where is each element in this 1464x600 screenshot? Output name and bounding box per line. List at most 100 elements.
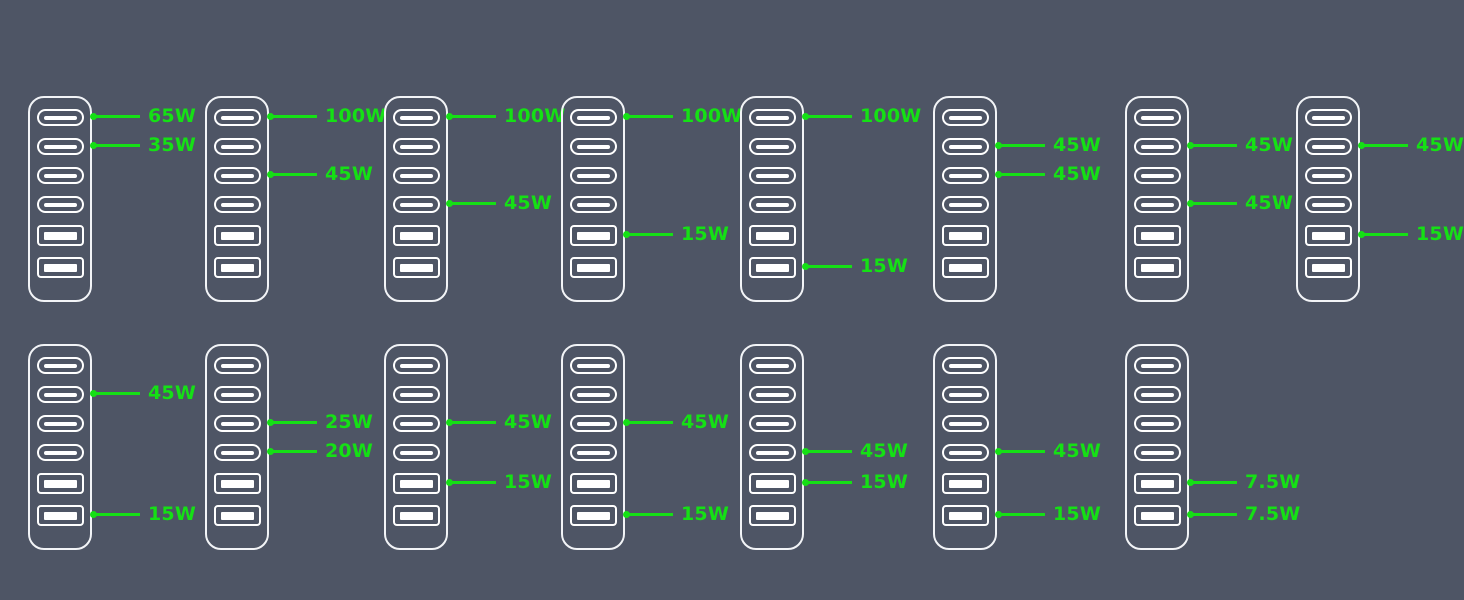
usb-c-port[interactable] <box>569 167 617 184</box>
charger-device-2-5[interactable] <box>740 344 804 550</box>
usb-c-port[interactable] <box>36 357 84 374</box>
usb-a-port[interactable] <box>1304 257 1352 278</box>
usb-a-port[interactable] <box>36 257 84 278</box>
usb-a-port[interactable] <box>569 505 617 526</box>
usb-c-port[interactable] <box>569 357 617 374</box>
charger-device-1-4[interactable] <box>561 96 625 302</box>
charger-device-2-4[interactable] <box>561 344 625 550</box>
usb-c-port[interactable] <box>748 167 796 184</box>
usb-a-port[interactable] <box>1133 473 1181 494</box>
usb-a-port[interactable] <box>941 225 989 246</box>
usb-c-port[interactable] <box>569 109 617 126</box>
charger-device-2-2[interactable] <box>205 344 269 550</box>
usb-a-port[interactable] <box>213 257 261 278</box>
usb-c-port[interactable] <box>941 196 989 213</box>
usb-c-port[interactable] <box>392 415 440 432</box>
usb-a-port[interactable] <box>569 257 617 278</box>
charger-device-2-3[interactable] <box>384 344 448 550</box>
usb-c-port[interactable] <box>941 109 989 126</box>
usb-a-port[interactable] <box>213 473 261 494</box>
usb-c-port[interactable] <box>941 357 989 374</box>
usb-c-port[interactable] <box>748 138 796 155</box>
usb-c-port[interactable] <box>941 444 989 461</box>
usb-c-port[interactable] <box>1304 138 1352 155</box>
usb-c-port[interactable] <box>748 415 796 432</box>
usb-c-port[interactable] <box>1133 167 1181 184</box>
usb-a-port[interactable] <box>36 225 84 246</box>
usb-c-port[interactable] <box>213 138 261 155</box>
usb-c-port[interactable] <box>941 167 989 184</box>
charger-device-2-7[interactable] <box>1125 344 1189 550</box>
charger-device-2-1[interactable] <box>28 344 92 550</box>
usb-a-port[interactable] <box>1133 257 1181 278</box>
usb-c-port[interactable] <box>1304 167 1352 184</box>
usb-c-port[interactable] <box>569 138 617 155</box>
usb-c-port[interactable] <box>213 415 261 432</box>
charger-device-1-2[interactable] <box>205 96 269 302</box>
usb-c-port[interactable] <box>1133 357 1181 374</box>
usb-c-port[interactable] <box>1304 196 1352 213</box>
usb-c-port[interactable] <box>569 444 617 461</box>
usb-c-port[interactable] <box>392 386 440 403</box>
usb-a-port[interactable] <box>213 225 261 246</box>
usb-a-port[interactable] <box>569 473 617 494</box>
usb-c-port[interactable] <box>213 386 261 403</box>
charger-device-2-6[interactable] <box>933 344 997 550</box>
charger-device-1-1[interactable] <box>28 96 92 302</box>
usb-c-port[interactable] <box>36 109 84 126</box>
usb-c-port[interactable] <box>213 357 261 374</box>
usb-c-port[interactable] <box>1304 109 1352 126</box>
usb-c-port[interactable] <box>748 444 796 461</box>
usb-a-port[interactable] <box>1133 225 1181 246</box>
usb-a-port[interactable] <box>569 225 617 246</box>
usb-c-port[interactable] <box>392 167 440 184</box>
usb-c-port[interactable] <box>213 109 261 126</box>
usb-c-port[interactable] <box>1133 109 1181 126</box>
usb-c-port[interactable] <box>748 386 796 403</box>
usb-a-port[interactable] <box>392 225 440 246</box>
usb-c-port[interactable] <box>392 444 440 461</box>
usb-a-port[interactable] <box>1304 225 1352 246</box>
charger-device-1-5[interactable] <box>740 96 804 302</box>
usb-a-port[interactable] <box>213 505 261 526</box>
usb-a-port[interactable] <box>392 505 440 526</box>
usb-c-port[interactable] <box>748 109 796 126</box>
usb-a-port[interactable] <box>941 505 989 526</box>
usb-c-port[interactable] <box>569 415 617 432</box>
usb-c-port[interactable] <box>1133 444 1181 461</box>
usb-a-port[interactable] <box>748 225 796 246</box>
usb-a-port[interactable] <box>36 473 84 494</box>
usb-c-port[interactable] <box>1133 196 1181 213</box>
usb-c-port[interactable] <box>36 196 84 213</box>
usb-c-port[interactable] <box>36 444 84 461</box>
usb-c-port[interactable] <box>392 138 440 155</box>
usb-a-port[interactable] <box>1133 505 1181 526</box>
usb-c-port[interactable] <box>213 196 261 213</box>
usb-c-port[interactable] <box>392 357 440 374</box>
usb-c-port[interactable] <box>36 415 84 432</box>
usb-c-port[interactable] <box>36 167 84 184</box>
usb-a-port[interactable] <box>748 473 796 494</box>
usb-c-port[interactable] <box>1133 386 1181 403</box>
usb-c-port[interactable] <box>941 138 989 155</box>
usb-c-port[interactable] <box>941 386 989 403</box>
usb-a-port[interactable] <box>748 257 796 278</box>
usb-c-port[interactable] <box>392 109 440 126</box>
charger-device-1-8[interactable] <box>1296 96 1360 302</box>
usb-c-port[interactable] <box>748 357 796 374</box>
usb-c-port[interactable] <box>36 138 84 155</box>
charger-device-1-6[interactable] <box>933 96 997 302</box>
usb-c-port[interactable] <box>1133 415 1181 432</box>
usb-a-port[interactable] <box>941 473 989 494</box>
usb-a-port[interactable] <box>392 473 440 494</box>
usb-a-port[interactable] <box>392 257 440 278</box>
usb-c-port[interactable] <box>569 386 617 403</box>
usb-a-port[interactable] <box>36 505 84 526</box>
usb-c-port[interactable] <box>748 196 796 213</box>
charger-device-1-7[interactable] <box>1125 96 1189 302</box>
usb-a-port[interactable] <box>941 257 989 278</box>
usb-c-port[interactable] <box>941 415 989 432</box>
usb-c-port[interactable] <box>569 196 617 213</box>
usb-c-port[interactable] <box>1133 138 1181 155</box>
usb-c-port[interactable] <box>213 444 261 461</box>
